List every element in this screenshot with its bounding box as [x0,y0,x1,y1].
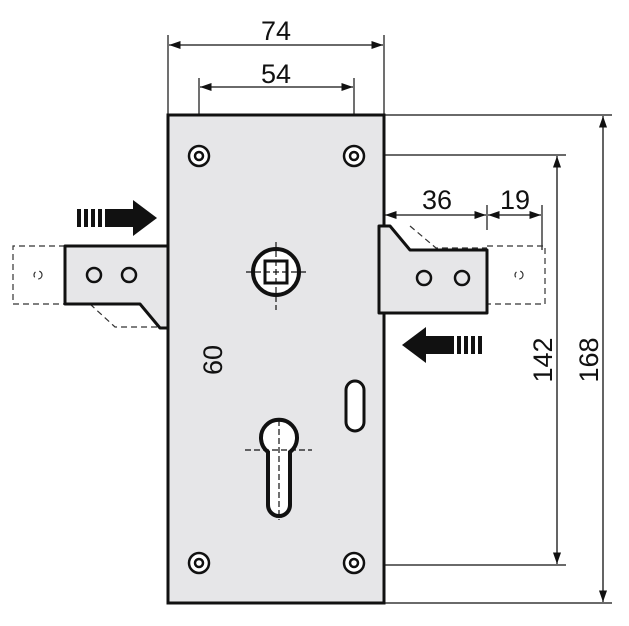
dimension-label-19: 19 [500,185,530,215]
extended-bolt-outlines [12,225,546,328]
right-bolt [377,224,489,315]
mounting-hole [187,144,211,168]
spindle-hole [246,242,308,310]
lock-plate [166,113,386,605]
mounting-hole [187,551,211,575]
dimension-label-168: 168 [574,337,604,382]
dimension-label-60: 60 [198,345,228,375]
dimension-label-142: 142 [528,337,558,382]
dimension-label-36: 36 [422,185,452,215]
arrow-right-icon [77,200,157,236]
dimension-label-54: 54 [261,59,291,89]
cylinder-cutout [245,417,312,520]
left-bolt [63,244,175,330]
mounting-hole [342,144,366,168]
arrow-left-icon [402,327,482,363]
dimension-label-74: 74 [261,16,291,46]
mounting-hole [342,551,366,575]
latch-slot [344,379,366,433]
mounting-holes [187,144,366,575]
